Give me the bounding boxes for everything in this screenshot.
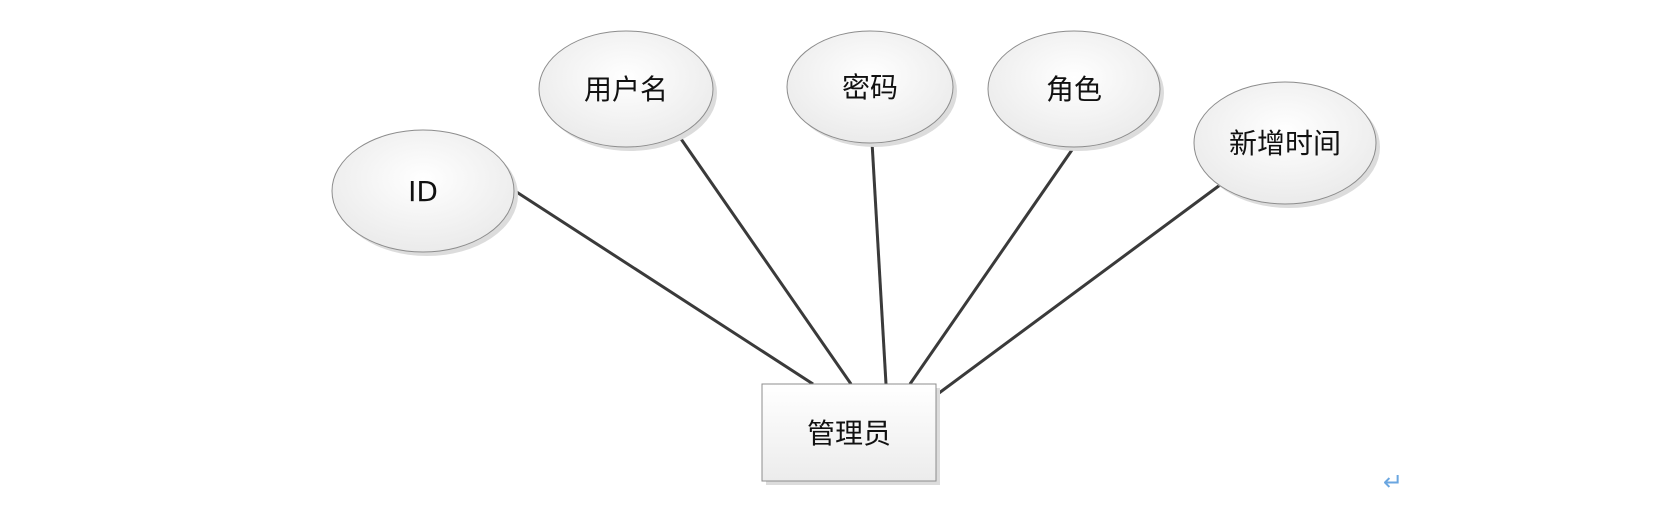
attribute-username-ellipse xyxy=(538,30,714,148)
connector-password xyxy=(870,141,888,385)
attribute-role-ellipse xyxy=(987,30,1161,148)
attribute-created-ellipse xyxy=(1193,81,1377,205)
attribute-id-label: ID xyxy=(408,175,438,208)
attribute-username: 用户名 xyxy=(538,30,717,151)
attribute-username-label: 用户名 xyxy=(584,73,668,106)
paragraph-mark-icon: ↵ xyxy=(1383,468,1403,496)
attribute-id-ellipse xyxy=(331,129,515,253)
attribute-password-ellipse xyxy=(786,30,954,144)
attribute-created: 新增时间 xyxy=(1193,81,1380,208)
attribute-password-label: 密码 xyxy=(842,71,898,104)
attribute-id: ID xyxy=(331,129,518,256)
attribute-role-label: 角色 xyxy=(1046,73,1102,106)
connector-id xyxy=(514,189,814,386)
entity-admin-label: 管理员 xyxy=(807,417,891,450)
attribute-created-label: 新增时间 xyxy=(1229,127,1341,160)
entity-admin: 管理员 xyxy=(761,383,940,485)
connector-role xyxy=(908,146,1076,385)
entity-admin-box xyxy=(761,383,937,482)
attribute-password: 密码 xyxy=(786,30,957,147)
connector-lines xyxy=(514,135,1221,398)
connector-username xyxy=(677,135,853,385)
connector-created xyxy=(934,183,1221,398)
attribute-role: 角色 xyxy=(987,30,1164,151)
